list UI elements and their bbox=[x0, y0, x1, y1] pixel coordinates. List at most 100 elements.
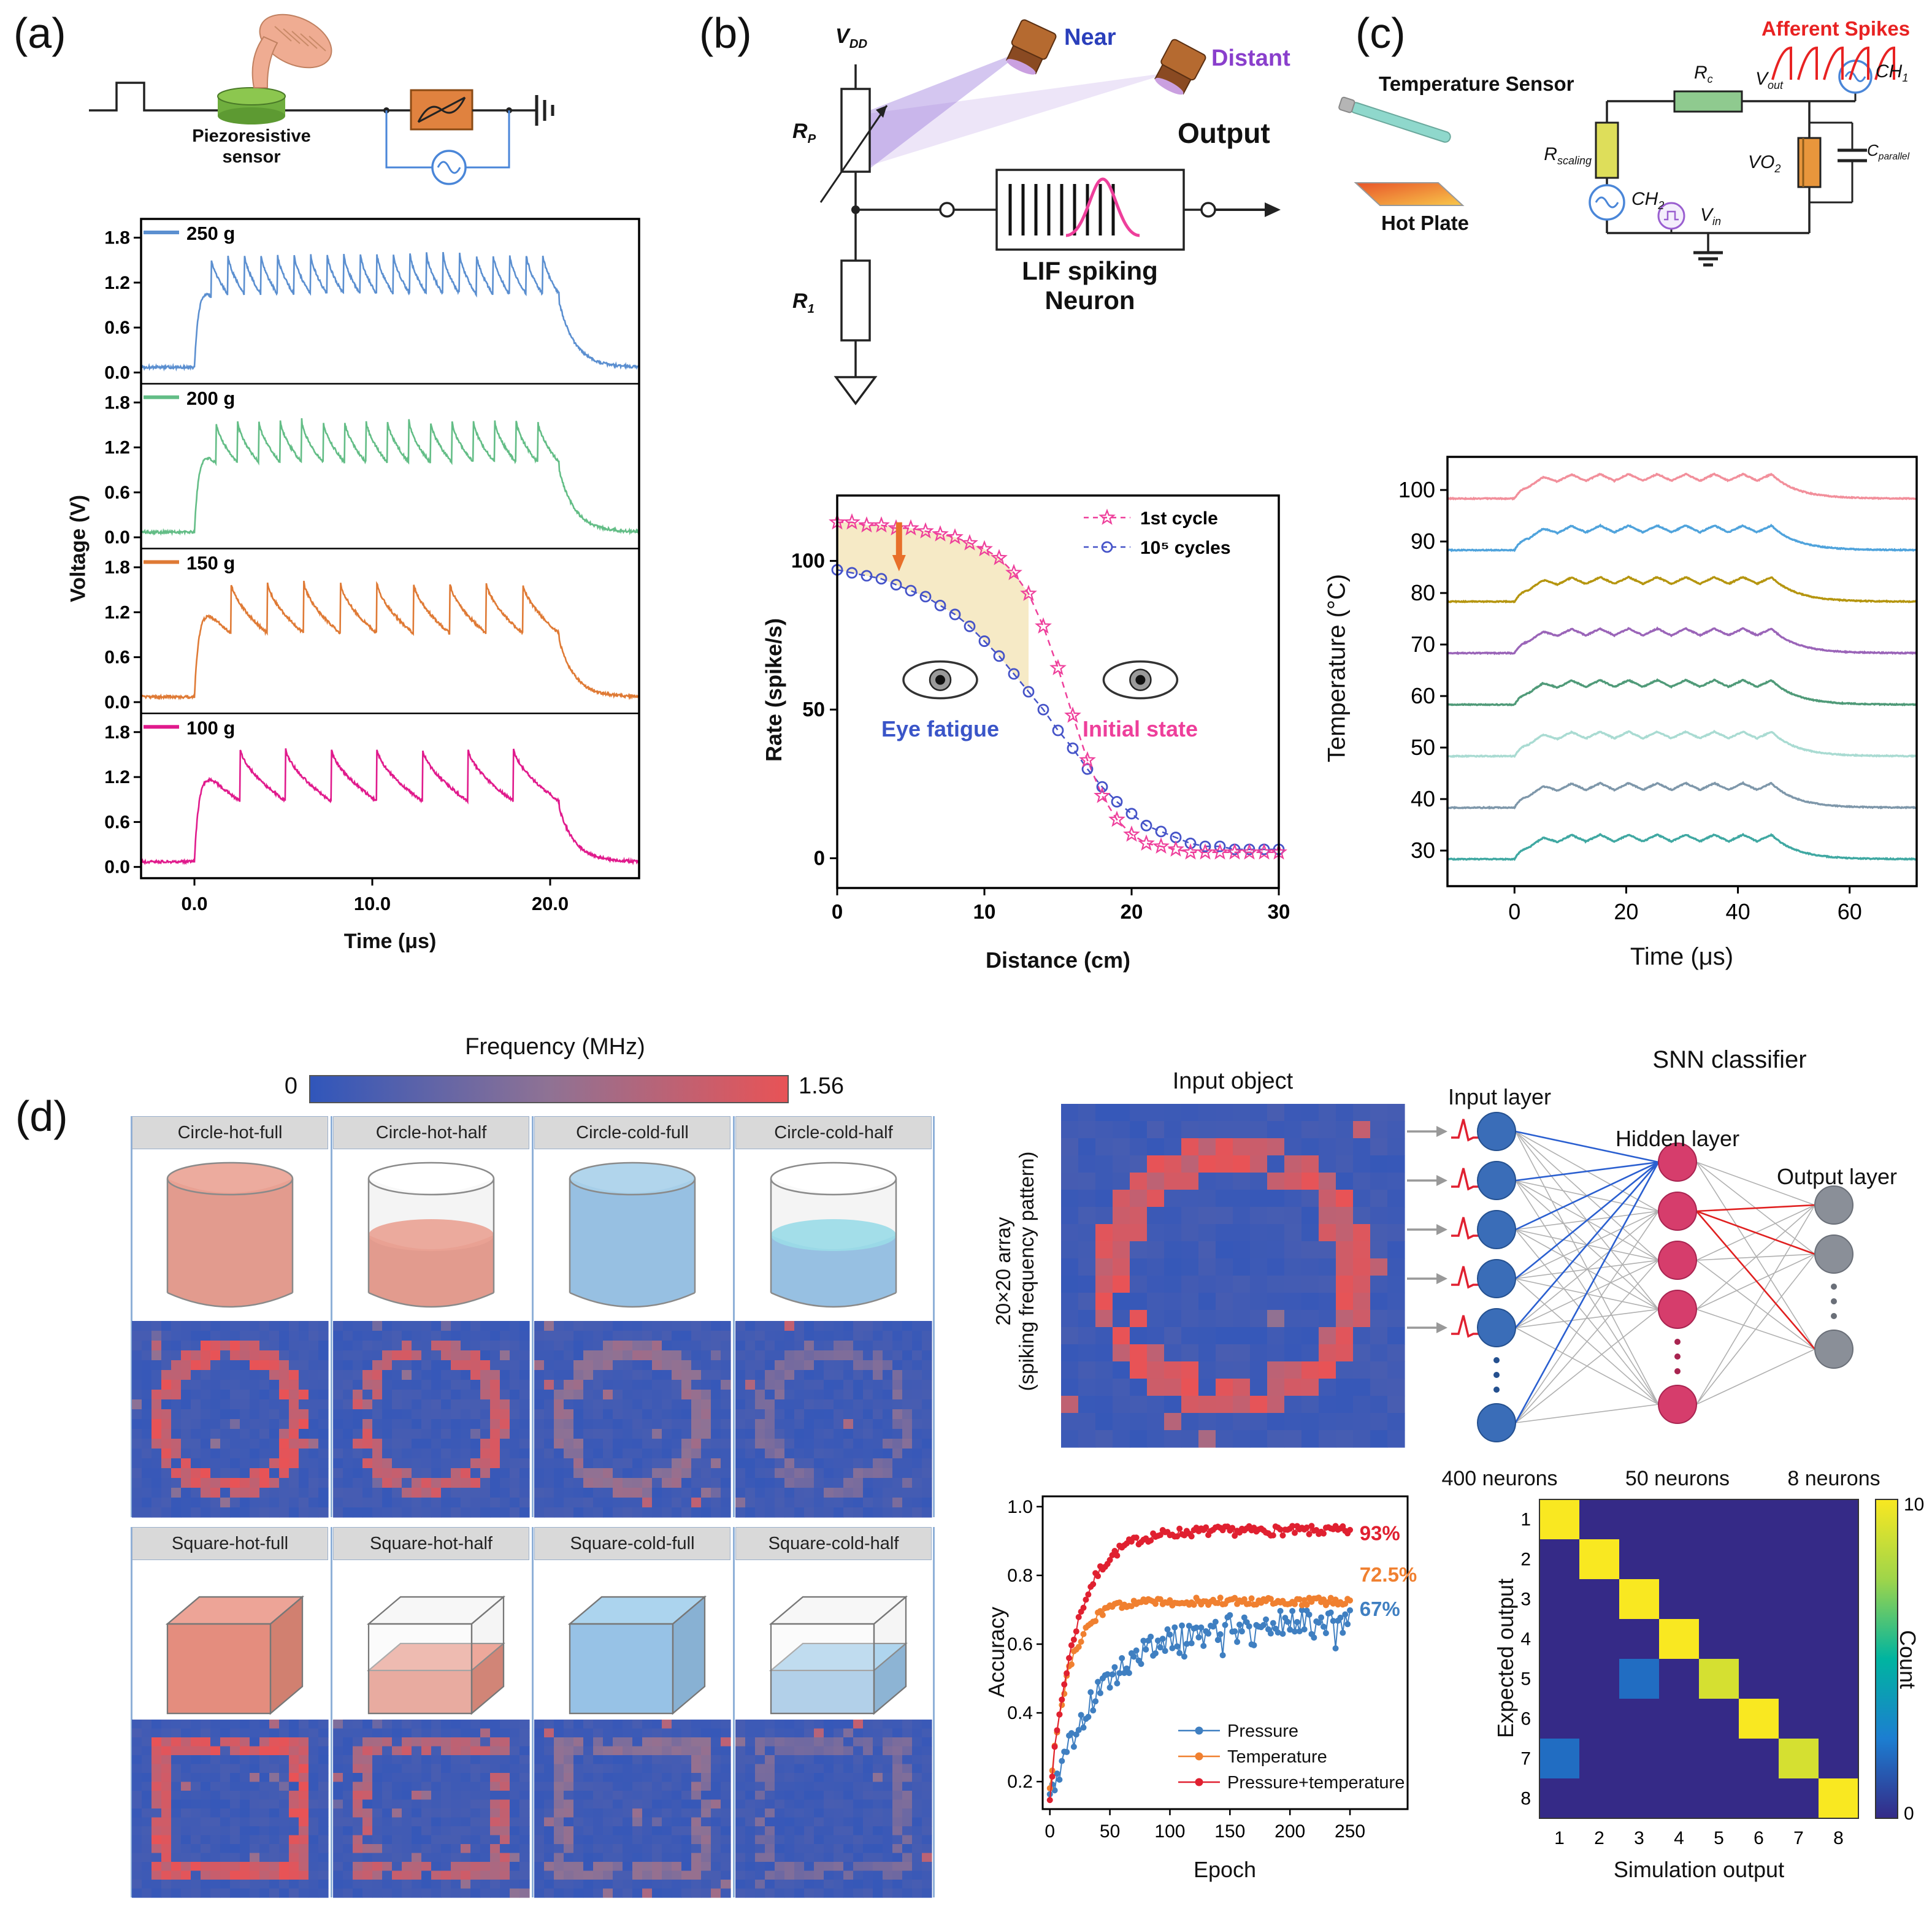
fatigue-shaded-region bbox=[837, 522, 1029, 692]
svg-text:250: 250 bbox=[1335, 1821, 1365, 1842]
heatmap-cells bbox=[1061, 1104, 1405, 1448]
temperature-probe-icon bbox=[1338, 96, 1451, 143]
svg-text:6: 6 bbox=[1754, 1828, 1764, 1848]
input-object-title: Input object bbox=[1172, 1068, 1294, 1094]
ch1-label: CH1 bbox=[1876, 61, 1909, 84]
sensor-label-line2: sensor bbox=[222, 147, 281, 167]
rc-label: Rc bbox=[1694, 63, 1713, 85]
svg-text:40: 40 bbox=[1726, 899, 1750, 924]
input-object-heatmap bbox=[1061, 1104, 1405, 1448]
panel-b-label: (b) bbox=[699, 9, 752, 57]
hidden-neuron-count: 50 neurons bbox=[1625, 1467, 1730, 1490]
heatmap-cells bbox=[333, 1720, 530, 1898]
column-separator bbox=[933, 1116, 935, 1517]
svg-text:4: 4 bbox=[1674, 1828, 1684, 1848]
spike-glyph-icon bbox=[1451, 1217, 1481, 1240]
resistor-r1-icon bbox=[840, 259, 871, 342]
snn-diagram bbox=[1407, 1112, 1853, 1442]
confusion-colorbar-label: Count bbox=[1895, 1629, 1920, 1690]
input-neuron-count: 400 neurons bbox=[1441, 1467, 1558, 1490]
svg-text:50: 50 bbox=[802, 698, 825, 721]
svg-text:150 g: 150 g bbox=[186, 553, 235, 574]
column-separator bbox=[733, 1116, 735, 1517]
svg-text:1.2: 1.2 bbox=[104, 273, 130, 293]
photoresistor-icon bbox=[840, 88, 871, 173]
array-size-label: 20×20 array (spiking frequency pattern) bbox=[992, 1081, 1038, 1461]
rscaling-label: Rscaling bbox=[1544, 144, 1592, 167]
header-square-hot-half: Square-hot-half bbox=[333, 1527, 529, 1560]
confusion-ylabel: Expected output bbox=[1493, 1578, 1518, 1739]
trace-100-g bbox=[140, 748, 640, 865]
svg-text:100: 100 bbox=[791, 549, 825, 572]
near-label: Near bbox=[1064, 25, 1116, 50]
temp-trace-90 bbox=[1447, 523, 1918, 553]
ground-icon bbox=[834, 376, 878, 405]
panel-b-xlabel: Distance (cm) bbox=[985, 947, 1131, 973]
column-separator bbox=[131, 1527, 132, 1897]
input-layer-nodes bbox=[1477, 1112, 1516, 1442]
svg-text:4: 4 bbox=[1520, 1629, 1531, 1650]
output-layer-nodes bbox=[1814, 1185, 1853, 1369]
vdd-main: V bbox=[835, 25, 849, 48]
svg-text:0.2: 0.2 bbox=[1007, 1772, 1033, 1792]
hot-plate-icon bbox=[1354, 182, 1465, 206]
svg-text:0: 0 bbox=[1045, 1821, 1055, 1842]
svg-text:60: 60 bbox=[1411, 683, 1435, 708]
light-cone-near bbox=[870, 50, 1024, 169]
heatmap-cells bbox=[735, 1720, 932, 1898]
vo2-device-icon bbox=[1797, 137, 1822, 188]
column-separator bbox=[532, 1116, 534, 1517]
temp-trace-80 bbox=[1447, 575, 1917, 604]
svg-text:0.6: 0.6 bbox=[104, 648, 130, 668]
trace-150-g bbox=[140, 580, 640, 700]
array-size-line2: (spiking frequency pattern) bbox=[1015, 1151, 1038, 1391]
panel-d-label: (d) bbox=[15, 1092, 68, 1140]
eye-icon bbox=[1102, 660, 1179, 700]
heatmap-cells bbox=[534, 1321, 731, 1518]
svg-text:1.0: 1.0 bbox=[1007, 1497, 1033, 1517]
svg-text:150: 150 bbox=[1214, 1821, 1245, 1842]
svg-text:80: 80 bbox=[1411, 580, 1435, 605]
header-square-hot-full: Square-hot-full bbox=[132, 1527, 328, 1560]
svg-text:10: 10 bbox=[973, 900, 996, 923]
svg-text:10.0: 10.0 bbox=[354, 893, 391, 914]
panel-c-ylabel: Temperature (°C) bbox=[1323, 573, 1351, 763]
svg-text:1.8: 1.8 bbox=[104, 392, 130, 413]
svg-text:5: 5 bbox=[1714, 1828, 1724, 1848]
svg-text:8: 8 bbox=[1833, 1828, 1844, 1848]
vo2-label: VO2 bbox=[1748, 152, 1781, 175]
svg-text:1.8: 1.8 bbox=[104, 722, 130, 743]
svg-text:2: 2 bbox=[1520, 1550, 1531, 1570]
piezo-sensor-icon bbox=[217, 87, 286, 105]
eye-fatigue-label: Eye fatigue bbox=[881, 716, 1000, 741]
column-separator bbox=[331, 1116, 332, 1517]
trace-250-g bbox=[140, 251, 640, 372]
svg-text:93%: 93% bbox=[1360, 1522, 1400, 1545]
rp-label: RP bbox=[792, 120, 816, 146]
hidden-layer-nodes bbox=[1658, 1142, 1697, 1424]
heatmap-cells bbox=[132, 1720, 329, 1898]
panel-b-ylabel: Rate (spike/s) bbox=[761, 618, 786, 762]
vdd-label: VDD bbox=[835, 25, 867, 52]
svg-text:0.4: 0.4 bbox=[1007, 1703, 1033, 1723]
lif-neuron-box bbox=[995, 169, 1185, 251]
panel-a-xlabel: Time (μs) bbox=[343, 930, 437, 953]
light-cone-distant bbox=[870, 72, 1171, 166]
header-circle-cold-half: Circle-cold-half bbox=[735, 1116, 932, 1149]
header-circle-cold-full: Circle-cold-full bbox=[534, 1116, 730, 1149]
ch2-label: CH2 bbox=[1631, 189, 1665, 212]
lif-label-line1: LIF spiking bbox=[1022, 256, 1158, 285]
panel-c-circuit bbox=[1338, 46, 1895, 267]
sensor-label-line1: Piezoresistive bbox=[192, 126, 311, 146]
svg-text:10: 10 bbox=[1904, 1495, 1924, 1515]
svg-text:30: 30 bbox=[1411, 838, 1435, 863]
heatmap-cells bbox=[333, 1321, 530, 1518]
svg-text:1.8: 1.8 bbox=[104, 228, 130, 248]
spike-glyph-icon bbox=[1451, 1119, 1481, 1142]
svg-text:0.0: 0.0 bbox=[104, 857, 130, 878]
afferent-spikes-label: Afferent Spikes bbox=[1761, 17, 1911, 40]
eye-icon bbox=[902, 660, 978, 700]
output-label: Output bbox=[1178, 117, 1270, 149]
